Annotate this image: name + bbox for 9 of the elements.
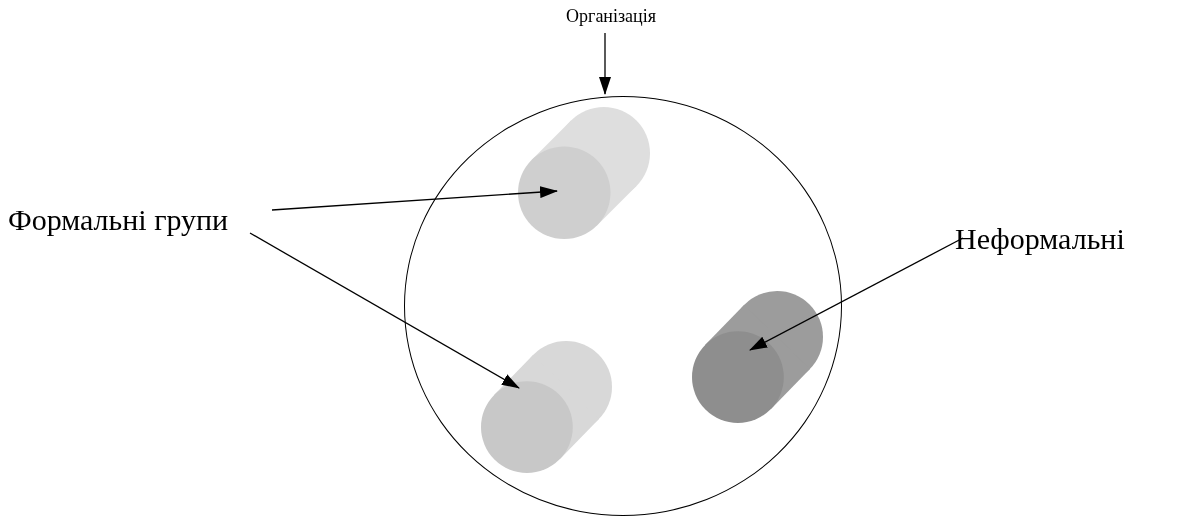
arrow	[599, 32, 611, 95]
arrow	[249, 232, 520, 389]
cylinder-icon	[516, 105, 652, 241]
title-label: Організація	[566, 6, 657, 27]
cylinder-icon	[690, 289, 825, 425]
arrow	[271, 186, 558, 211]
group-label: Формальні групи	[8, 203, 229, 237]
group-label: Неформальні	[955, 222, 1125, 256]
cylinder-icon	[479, 339, 614, 475]
